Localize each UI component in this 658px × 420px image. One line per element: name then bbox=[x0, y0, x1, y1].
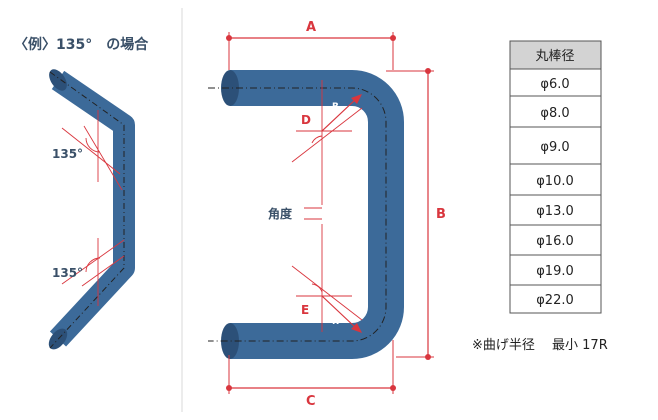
table-row bbox=[509, 254, 602, 286]
table-cell: φ19.0 bbox=[536, 264, 574, 279]
dimension-b bbox=[386, 68, 434, 360]
radius-arrow-upper bbox=[351, 94, 362, 104]
example-rod bbox=[48, 69, 135, 350]
radius-label-upper: R bbox=[332, 102, 339, 112]
angle-indicator bbox=[304, 207, 323, 332]
table-row bbox=[509, 224, 602, 256]
table-row bbox=[509, 163, 602, 196]
angle-label-upper: 135° bbox=[52, 147, 83, 161]
table-row bbox=[509, 194, 602, 226]
table-header-cell bbox=[509, 40, 602, 70]
table-cell: φ22.0 bbox=[536, 293, 574, 308]
example-upper-angle-lines bbox=[61, 110, 123, 191]
radius-arrow-lower bbox=[351, 323, 362, 333]
u-rod-centerline bbox=[208, 87, 387, 342]
table-header: 丸棒径 bbox=[535, 49, 574, 64]
table-row bbox=[509, 126, 602, 165]
table-row bbox=[509, 68, 602, 97]
u-rod bbox=[208, 70, 404, 359]
dimension-d-label: D bbox=[301, 113, 311, 127]
dimension-c bbox=[226, 340, 396, 394]
dimension-c-label: C bbox=[306, 394, 316, 409]
dimension-e bbox=[291, 265, 363, 333]
dimension-e-label: E bbox=[301, 303, 309, 317]
dimension-a bbox=[226, 32, 396, 70]
table-cell: φ8.0 bbox=[540, 106, 569, 121]
example-lower-angle-lines bbox=[61, 238, 125, 306]
angle-label: 角度 bbox=[268, 206, 293, 221]
table-cell: φ16.0 bbox=[536, 234, 574, 249]
radius-label-lower: R bbox=[332, 317, 339, 327]
dimension-d bbox=[291, 80, 363, 205]
table-row bbox=[509, 95, 602, 128]
table-cell: φ9.0 bbox=[540, 140, 569, 155]
dimension-b-label: B bbox=[436, 207, 446, 222]
table-cell: φ13.0 bbox=[536, 204, 574, 219]
example-centerline bbox=[49, 71, 125, 349]
table-cell: φ6.0 bbox=[540, 77, 569, 92]
u-rod-end-top bbox=[221, 70, 239, 106]
angle-label-lower: 135° bbox=[52, 266, 83, 280]
bend-radius-note: ※曲げ半径 最小 17R bbox=[472, 338, 608, 353]
u-rod-end-bottom bbox=[221, 323, 239, 359]
table-row bbox=[509, 284, 602, 314]
example-title: 〈例〉135° の場合 bbox=[14, 36, 149, 53]
table-cell: φ10.0 bbox=[536, 174, 574, 189]
diameter-table: 丸棒径 φ6.0 φ8.0 φ9.0 φ10.0 φ13.0 φ16.0 φ19… bbox=[509, 40, 602, 314]
dimension-a-label: A bbox=[306, 20, 316, 35]
